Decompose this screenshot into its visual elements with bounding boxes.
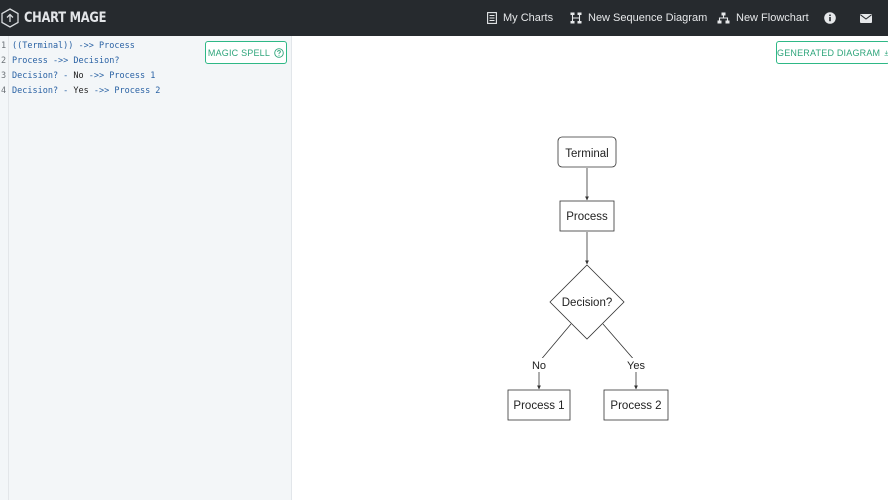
nav-new-flowchart[interactable]: New Flowchart	[717, 0, 809, 36]
flowchart-icon	[717, 12, 730, 24]
edge-label-text: Yes	[73, 86, 88, 96]
info-icon	[824, 12, 836, 24]
edge-decision-process1	[539, 324, 571, 389]
node-terminal-label: Terminal	[565, 148, 608, 160]
nav-new-sequence-diagram[interactable]: New Sequence Diagram	[570, 0, 707, 36]
node-process-label: Process	[566, 211, 608, 223]
logo-icon	[0, 8, 20, 28]
document-icon	[487, 12, 497, 24]
code-line[interactable]: 4Decision? - Yes ->> Process 2	[0, 84, 200, 99]
code-line[interactable]: 1((Terminal)) ->> Process	[0, 39, 200, 54]
sequence-diagram-icon	[570, 12, 582, 24]
nav-new-sequence-label: New Sequence Diagram	[588, 12, 707, 24]
code-editor[interactable]: 1((Terminal)) ->> Process 2Process ->> D…	[0, 36, 292, 500]
diagram-canvas[interactable]: GENERATED DIAGRAM No Yes Terminal Proces…	[293, 36, 888, 500]
node-process-1-label: Process 1	[513, 400, 564, 412]
code-text: ->> Process 2	[89, 86, 161, 96]
code-text: ((Terminal)) ->> Process	[12, 41, 135, 51]
help-icon	[274, 48, 284, 58]
code-line[interactable]: 3Decision? - No ->> Process 1	[0, 69, 200, 84]
mail-button[interactable]	[860, 0, 872, 36]
node-process-2-label: Process 2	[610, 400, 661, 412]
code-line[interactable]: 2Process ->> Decision?	[0, 54, 200, 69]
line-number: 4	[0, 84, 9, 99]
edge-decision-process2	[603, 324, 636, 389]
info-button[interactable]	[824, 0, 836, 36]
nav-my-charts[interactable]: My Charts	[487, 0, 553, 36]
node-decision[interactable]: Decision?	[550, 265, 624, 339]
edge-label-no: No	[532, 360, 546, 372]
line-number: 1	[0, 39, 9, 54]
code-text: Process ->> Decision?	[12, 56, 119, 66]
top-navbar: CHART MAGE My Charts New Sequence Diagra…	[0, 0, 888, 36]
node-process-2[interactable]: Process 2	[604, 390, 668, 420]
edge-label-yes: Yes	[627, 360, 645, 372]
code-text: ->> Process 1	[84, 71, 156, 81]
brand-logo[interactable]: CHART MAGE	[0, 0, 124, 36]
node-decision-label: Decision?	[562, 297, 613, 309]
mail-icon	[860, 14, 872, 23]
code-text: Decision? -	[12, 86, 73, 96]
magic-spell-label: MAGIC SPELL	[208, 48, 270, 58]
edge-label-text: No	[73, 71, 83, 81]
code-text: Decision? -	[12, 71, 73, 81]
line-number: 3	[0, 69, 9, 84]
nav-new-flowchart-label: New Flowchart	[736, 12, 809, 24]
nav-my-charts-label: My Charts	[503, 12, 553, 24]
node-process-1[interactable]: Process 1	[508, 390, 570, 420]
node-terminal[interactable]: Terminal	[558, 137, 616, 167]
line-number-gutter	[0, 36, 9, 500]
brand-name: CHART MAGE	[24, 10, 106, 26]
magic-spell-button[interactable]: MAGIC SPELL	[205, 41, 287, 64]
line-number: 2	[0, 54, 9, 69]
node-process[interactable]: Process	[560, 201, 614, 231]
flowchart-diagram: No Yes Terminal Process Decision? Proces…	[293, 36, 888, 500]
